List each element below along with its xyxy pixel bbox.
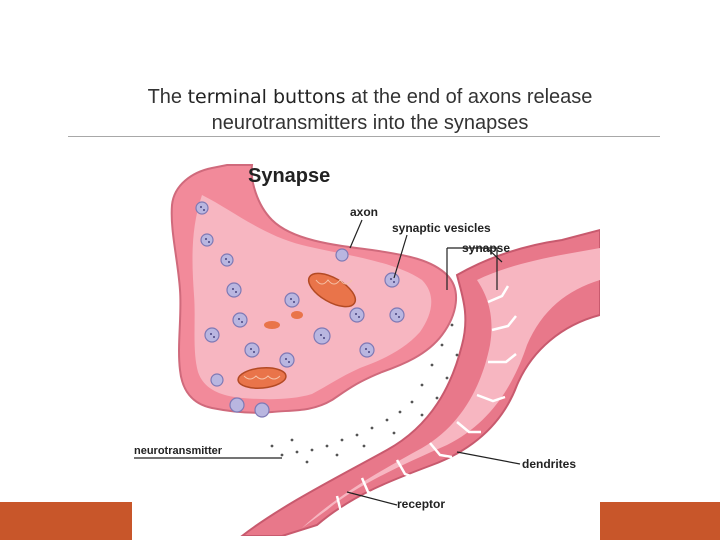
slide-caption: The terminal buttons at the end of axons… bbox=[80, 84, 660, 136]
caption-line-2: neurotransmitters into the synapses bbox=[211, 112, 529, 134]
label-synaptic-vesicles: synaptic vesicles bbox=[392, 221, 491, 235]
mitochondria bbox=[237, 272, 357, 389]
synapse-illustration: Synapse axon synaptic vesicles synapse n… bbox=[134, 164, 600, 536]
organelle bbox=[264, 321, 280, 329]
footer-accent-right bbox=[600, 502, 720, 540]
label-axon: axon bbox=[350, 205, 378, 219]
label-neurotransmitter: neurotransmitter bbox=[134, 445, 223, 457]
synaptic-vesicles bbox=[195, 201, 405, 418]
receptors bbox=[335, 285, 517, 518]
footer-accent-left bbox=[0, 502, 132, 540]
label-synapse: synapse bbox=[462, 241, 510, 255]
diagram-title: Synapse bbox=[248, 165, 330, 187]
caption-text-after: at the end of axons release bbox=[345, 86, 593, 108]
organelle bbox=[291, 311, 303, 319]
dendrite-inner bbox=[302, 248, 600, 528]
label-dendrites: dendrites bbox=[522, 457, 576, 471]
label-receptor: receptor bbox=[397, 497, 445, 511]
caption-emphasis: terminal buttons bbox=[187, 86, 346, 108]
neurotransmitter-dots bbox=[270, 323, 459, 464]
leader-lines bbox=[134, 219, 521, 506]
caption-text-before: The bbox=[147, 86, 188, 108]
caption-divider bbox=[68, 136, 660, 137]
synapse-diagram: Synapse axon synaptic vesicles synapse n… bbox=[132, 150, 600, 536]
